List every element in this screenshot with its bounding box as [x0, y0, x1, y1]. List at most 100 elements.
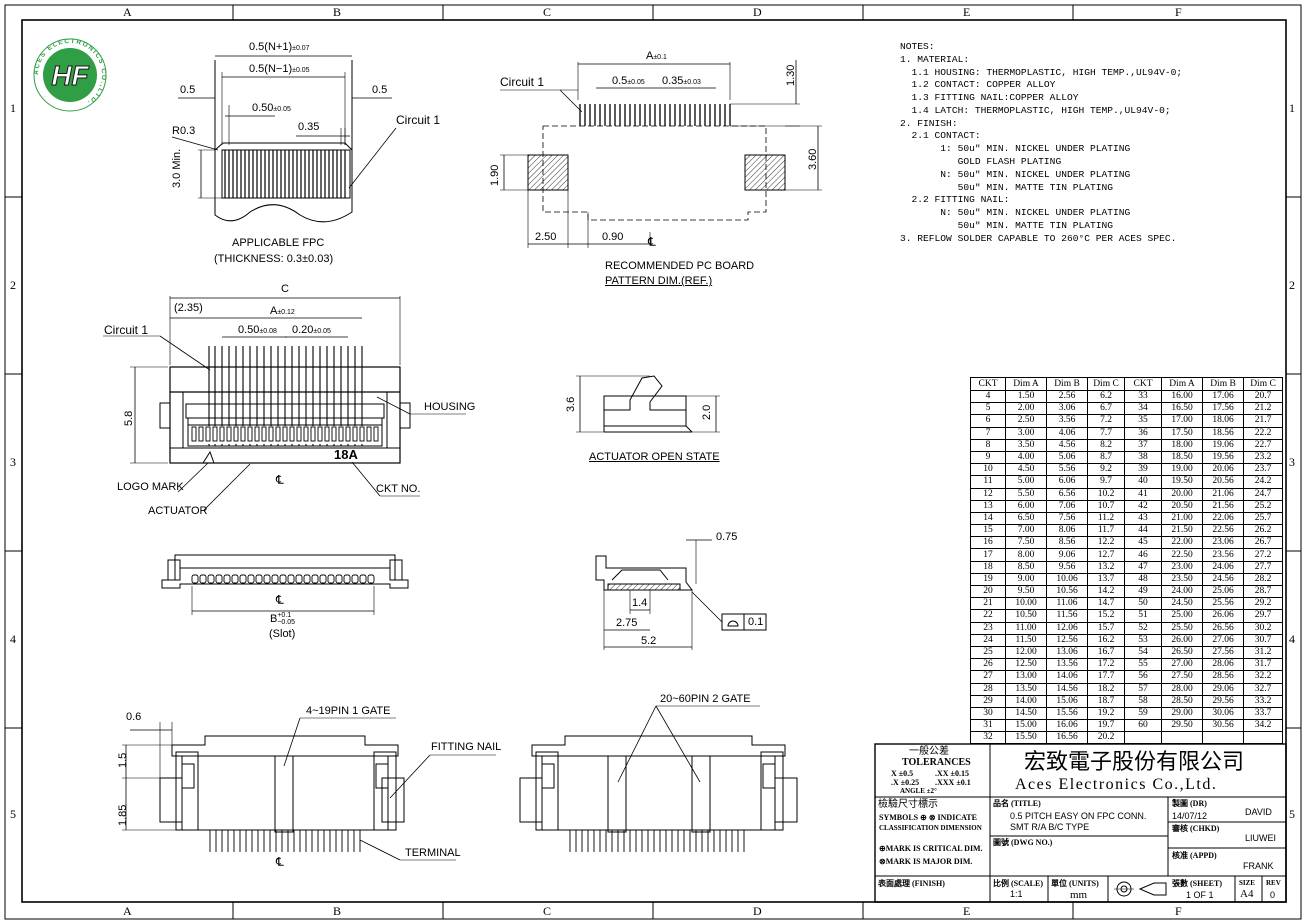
table-cell — [1124, 731, 1162, 745]
connector-bottom-right-view — [519, 705, 798, 852]
table-cell: 22.2 — [1243, 426, 1283, 440]
size-label: SIZE — [1239, 879, 1255, 887]
sheet-label: 張數 (SHEET) — [1172, 879, 1223, 888]
dim-label: 3.6 — [565, 396, 577, 412]
table-cell: 16.06 — [1046, 719, 1088, 733]
table-cell: 27.50 — [1161, 670, 1203, 684]
table-cell: 10 — [970, 463, 1006, 477]
table-cell: 16 — [970, 536, 1006, 550]
table-cell: 20.56 — [1202, 475, 1244, 489]
table-cell: 17.50 — [1161, 426, 1203, 440]
table-cell: 22.00 — [1161, 536, 1203, 550]
dim-label: 0.5(N−1)±0.05 — [249, 63, 310, 75]
table-cell: 10.2 — [1087, 487, 1125, 501]
table-cell: 24.2 — [1243, 475, 1283, 489]
dim-label: 0.20±0.05 — [292, 324, 331, 336]
table-cell: 23.2 — [1243, 450, 1283, 465]
table-cell: 6.06 — [1046, 475, 1088, 489]
connector-bottom-left-view — [122, 717, 496, 861]
col-label: E — [963, 5, 971, 19]
table-cell: 5.00 — [1005, 475, 1047, 489]
dwg-label: 圖號 (DWG NO.) — [993, 838, 1053, 847]
table-cell: 30.7 — [1243, 633, 1283, 647]
table-cell: 13.50 — [1005, 682, 1047, 696]
view-caption: ACTUATOR OPEN STATE — [589, 451, 720, 463]
table-cell: 38 — [1124, 450, 1162, 465]
dim-label: A±0.1 — [646, 50, 667, 62]
tolerance-en: TOLERANCES — [902, 757, 971, 768]
dr-label: 製圖 (DR) — [1172, 799, 1207, 808]
table-cell: 28.7 — [1243, 584, 1283, 599]
table-cell: 35 — [1124, 414, 1162, 428]
table-cell: 3.56 — [1046, 414, 1088, 428]
table-cell: 24.06 — [1202, 560, 1244, 574]
table-cell: 46 — [1124, 548, 1162, 562]
table-cell: 56 — [1124, 670, 1162, 684]
table-cell: 10.50 — [1005, 609, 1047, 623]
table-cell: 19.00 — [1161, 463, 1203, 477]
table-cell: 26.06 — [1202, 609, 1244, 623]
title-line-2: SMT R/A B/C TYPE — [1010, 822, 1090, 832]
table-cell: 4.00 — [1005, 450, 1047, 465]
table-cell: 6.7 — [1087, 402, 1125, 416]
note-line: 50u" MIN. MATTE TIN PLATING — [900, 219, 1114, 231]
table-cell: 12.7 — [1087, 548, 1125, 562]
table-cell: 26.50 — [1161, 645, 1203, 660]
col-label: D — [753, 904, 762, 918]
column-header: Dim B — [1046, 377, 1088, 391]
note-line: 2.1 CONTACT: — [900, 130, 981, 142]
drawing-frame — [4, 4, 1302, 920]
centerline-marks: ℄ ℄ ℄ ℄ — [275, 235, 656, 869]
table-cell: 19.56 — [1202, 450, 1244, 465]
inspect-label: 檢驗尺寸標示 — [878, 799, 938, 810]
table-cell: 21.50 — [1161, 524, 1203, 538]
table-cell: 34.2 — [1243, 719, 1283, 733]
table-cell: 30 — [970, 706, 1006, 721]
fpc-view — [171, 55, 397, 223]
table-cell: 59 — [1124, 706, 1162, 721]
note-line: N: 50u" MIN. NICKEL UNDER PLATING — [900, 207, 1131, 219]
tolerance-line: .XXX ±0.1 — [935, 778, 971, 787]
table-cell: 36 — [1124, 426, 1162, 440]
callout-label: Circuit 1 — [396, 113, 441, 127]
table-cell: 20.7 — [1243, 389, 1283, 404]
fpc-fingers — [224, 150, 346, 198]
table-cell: 8.7 — [1087, 450, 1125, 465]
row-label: 1 — [10, 101, 16, 115]
table-cell: 25.50 — [1161, 621, 1203, 635]
view-caption: APPLICABLE FPC — [232, 237, 325, 249]
units-label: 單位 (UNITS) — [1051, 879, 1099, 888]
callout-label: Circuit 1 — [500, 75, 545, 89]
table-cell: 34 — [1124, 402, 1162, 416]
table-cell: 18.06 — [1202, 414, 1244, 428]
table-cell: 54 — [1124, 645, 1162, 660]
table-cell: 53 — [1124, 633, 1162, 647]
pcb-pattern-view — [500, 60, 822, 248]
table-cell: 30.06 — [1202, 706, 1244, 721]
table-cell: 22.56 — [1202, 524, 1244, 538]
table-cell: 20 — [970, 584, 1006, 599]
finish-label: 表面處理 (FINISH) — [878, 879, 945, 888]
sheet-value: 1 OF 1 — [1186, 890, 1214, 900]
row-label: 2 — [10, 278, 16, 292]
dim-label: 0.35 — [298, 121, 320, 133]
note-line: 50u" MIN. MATTE TIN PLATING — [900, 181, 1114, 193]
table-cell: 3.00 — [1005, 426, 1047, 440]
table-cell: 20.50 — [1161, 499, 1203, 513]
table-cell: 12.50 — [1005, 658, 1047, 672]
table-cell — [1202, 731, 1244, 745]
row-label: 3 — [1289, 455, 1295, 469]
table-cell: 29.2 — [1243, 597, 1283, 611]
tolerance-line: .X ±0.25 — [891, 778, 920, 787]
